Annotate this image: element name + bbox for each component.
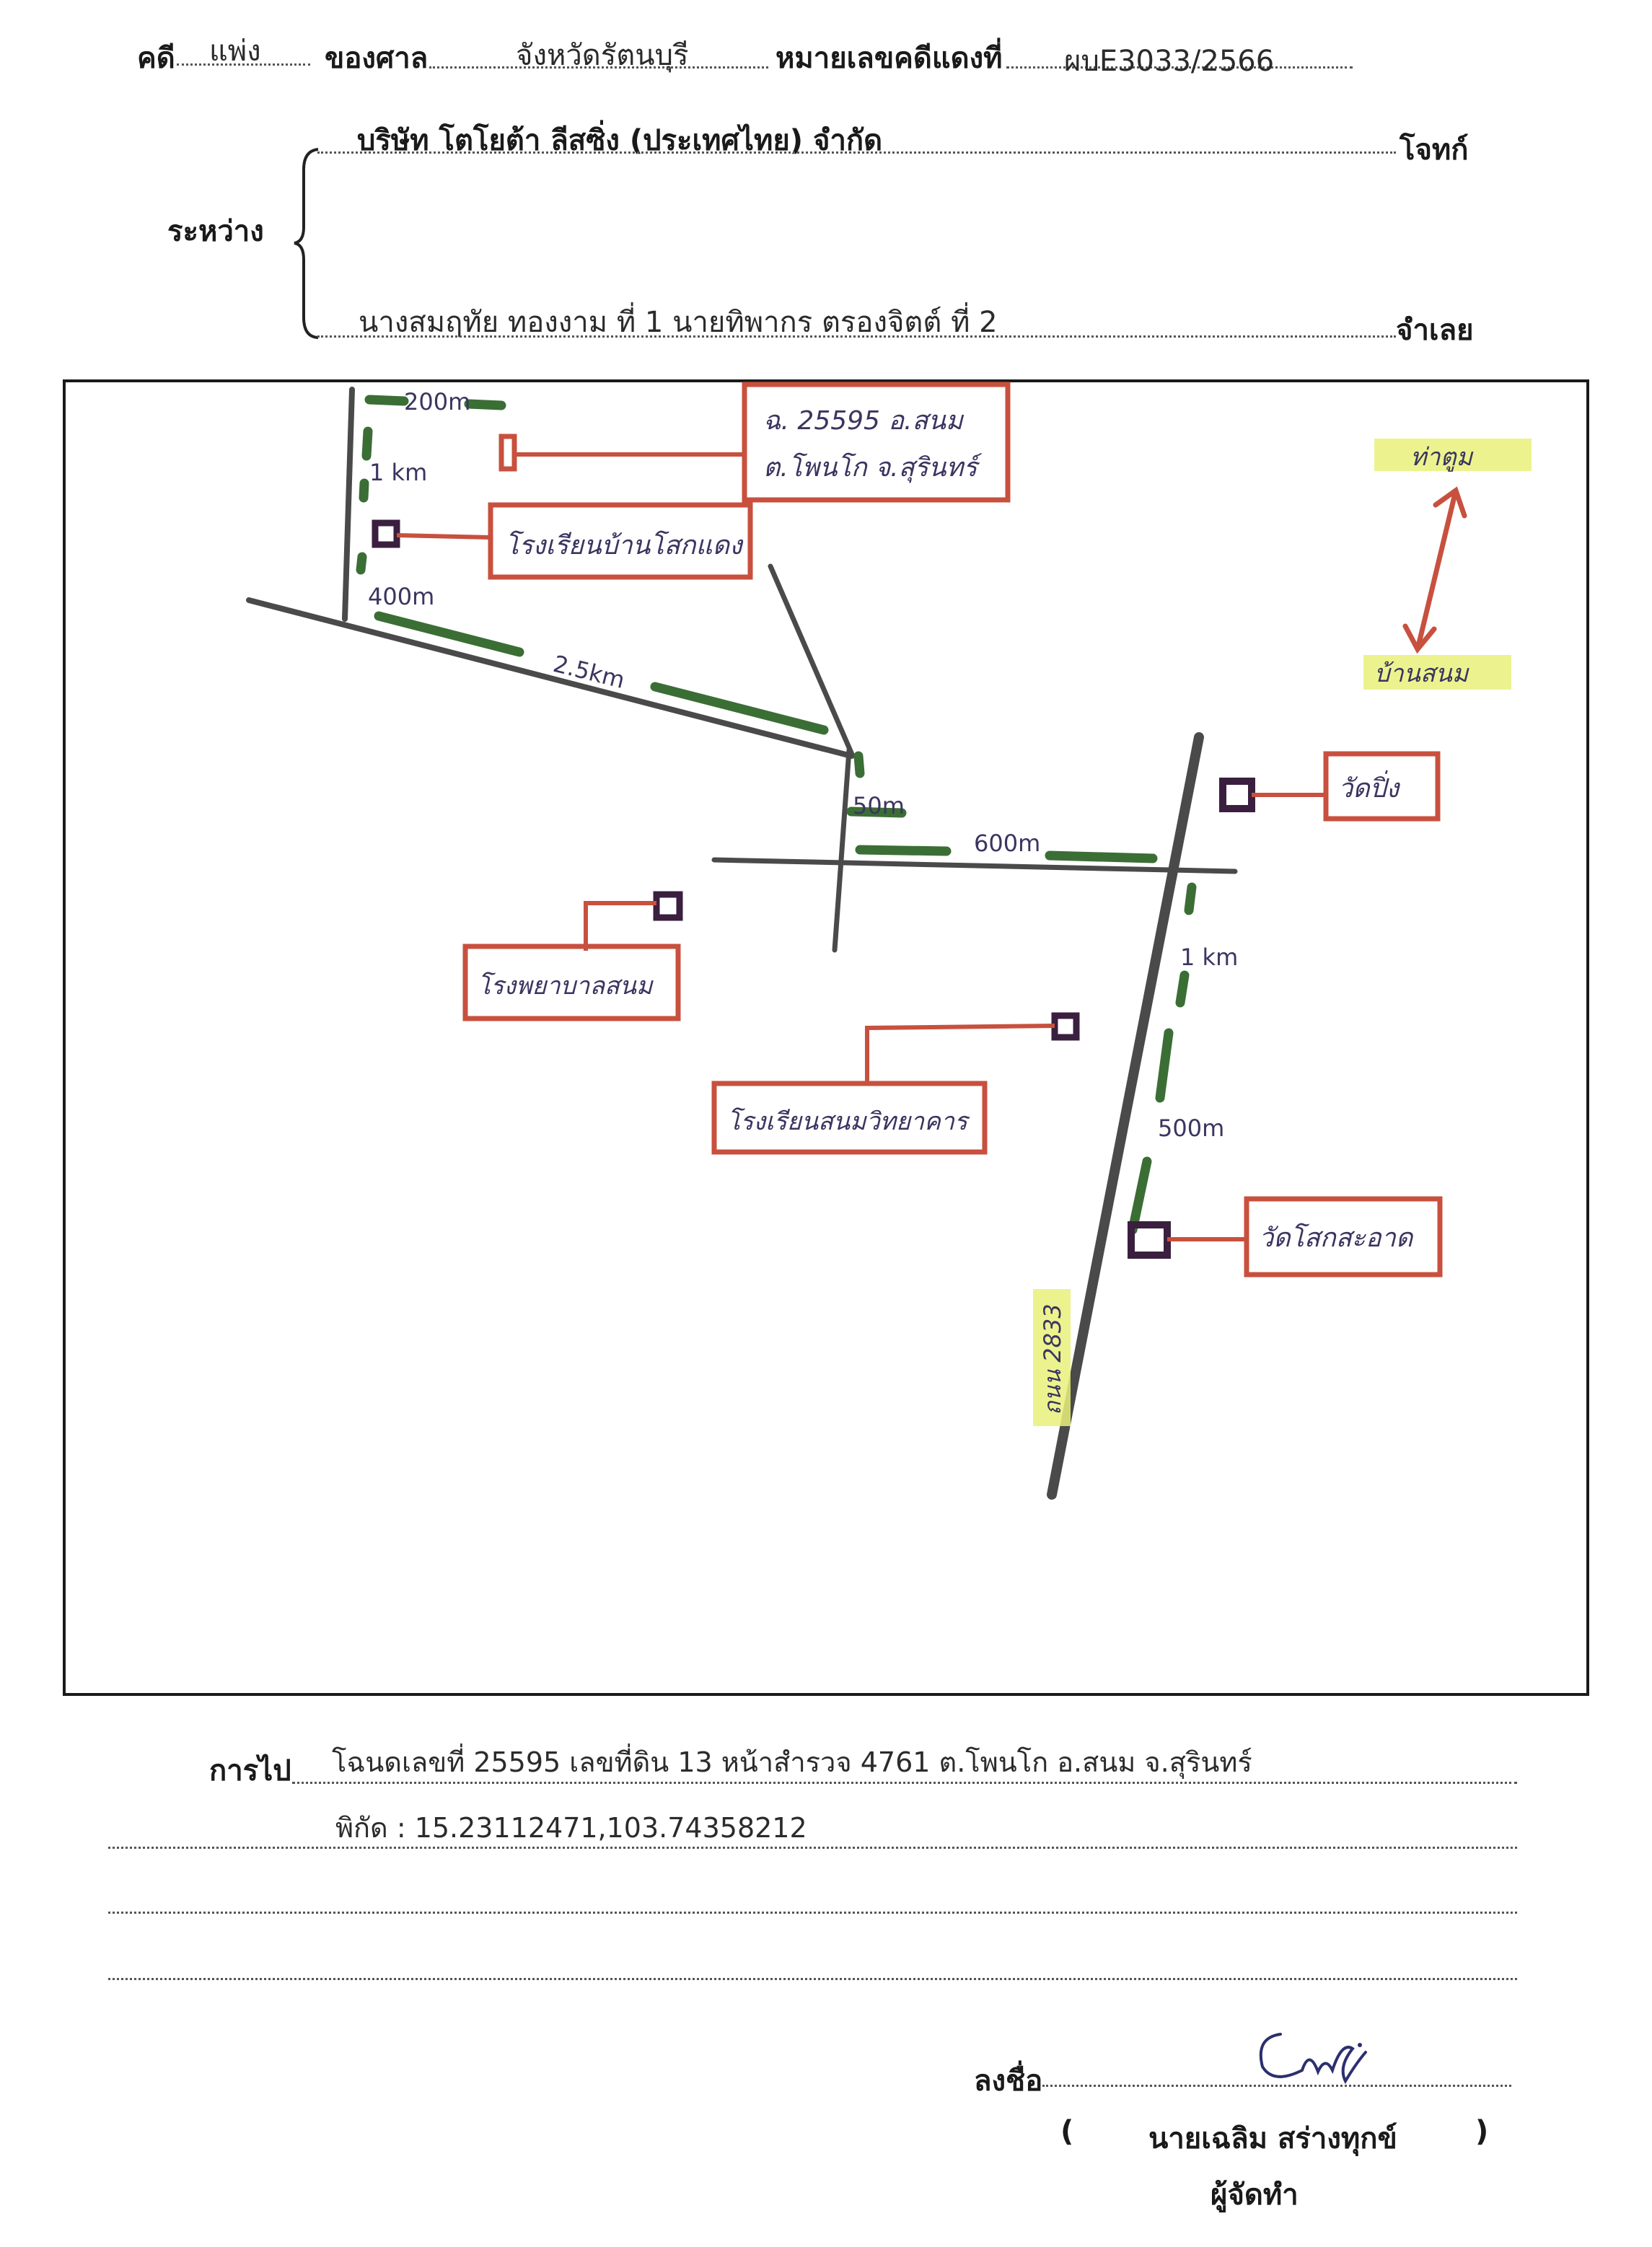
school-snom-wittayakarn: โรงเรียนสนมวิทยาคาร <box>711 1012 1080 1155</box>
dist-500m: 500m <box>1158 1114 1224 1142</box>
red-case-number: ผบE3033/2566 <box>1064 45 1275 78</box>
distance-mark <box>356 552 367 575</box>
distance-mark <box>846 806 907 818</box>
distance-mark <box>1128 1156 1152 1235</box>
arrow-head-down <box>1402 623 1437 654</box>
route-dots-1 <box>292 1782 1517 1784</box>
school-ban-marker <box>372 519 400 548</box>
school-snom-marker <box>1051 1012 1080 1041</box>
target-label-line1: ฉ. 25595 อ.สนม <box>763 406 965 436</box>
plaintiff-role: โจทก์ <box>1400 133 1469 167</box>
route-line1: โฉนดเลขที่ 25595 เลขที่ดิน 13 หน้าสำรวจ … <box>332 1746 1252 1778</box>
signature <box>1259 2033 1367 2085</box>
route-dots-4 <box>108 1978 1517 1980</box>
dist-400m: 400m <box>368 583 434 610</box>
defendant-role: จำเลย <box>1396 314 1474 347</box>
dist-1km-a: 1 km <box>369 459 427 486</box>
road-diagonal-main <box>246 597 854 759</box>
distance-mark <box>464 399 506 410</box>
sign-dots <box>1042 2085 1511 2087</box>
sign-label: ลงชื่อ <box>974 2064 1043 2098</box>
temple-ping-label: วัดปิ่ง <box>1338 770 1400 804</box>
temple-soksaat: วัดโสกสะอาด <box>1128 1196 1443 1278</box>
route-line2: พิกัด : 15.23112471,103.74358212 <box>335 1812 807 1844</box>
red-case-dots <box>1006 66 1353 69</box>
court-label: ของศาล <box>325 42 429 75</box>
distance-mark <box>1175 970 1190 1008</box>
plaintiff-dots <box>317 151 1396 154</box>
road-2833-text: ถนน 2833 <box>1039 1303 1066 1415</box>
distance-mark <box>361 426 373 461</box>
hospital-label: โรงพยาบาลสนม <box>478 972 654 1001</box>
target-plot: ฉ. 25595 อ.สนม ต.โพนโก จ.สุรินทร์ <box>498 382 1011 503</box>
distance-mark <box>853 751 865 778</box>
temple-sok-label: วัดโสกสะอาด <box>1259 1223 1414 1253</box>
distance-mark <box>1184 882 1197 915</box>
south-highlight <box>1363 655 1511 690</box>
arrow-head-up <box>1433 486 1467 519</box>
map-frame <box>63 379 1589 1696</box>
route-dots-3 <box>108 1912 1517 1914</box>
distance-mark <box>1155 1028 1174 1103</box>
case-type-dots <box>177 63 310 66</box>
case-label: คดี <box>137 42 175 75</box>
route-dots-2 <box>108 1847 1517 1849</box>
dist-600m: 600m <box>974 830 1040 857</box>
defendant-name: นางสมฤทัย ทองงาม ที่ 1 นายทิพากร ตรองจิต… <box>359 306 998 339</box>
temple-ping: วัดปิ่ง <box>1219 751 1441 822</box>
north-label: ท่าตูม <box>1410 443 1474 472</box>
target-plot-marker <box>498 434 517 472</box>
distance-mark <box>1045 850 1158 863</box>
road-vertical-left <box>342 387 355 622</box>
target-label-line2: ต.โพนโก จ.สุรินทร์ <box>763 452 983 483</box>
red-case-label: หมายเลขคดีแดงที่ <box>776 42 1003 75</box>
between-label: ระหว่าง <box>167 215 264 248</box>
hospital-marker <box>653 891 683 921</box>
route-label: การไป <box>209 1754 291 1788</box>
south-label: บ้านสนม <box>1374 659 1469 688</box>
school-ban-sokdaeng: โรงเรียนบ้านโสกแดง <box>372 502 753 580</box>
north-highlight <box>1374 439 1532 471</box>
road-2833-label: ถนน 2833 <box>1033 1289 1071 1426</box>
court-name: จังหวัดรัตนบุรี <box>516 39 689 72</box>
temple-ping-marker <box>1219 778 1255 812</box>
direction-arrow <box>1415 488 1459 652</box>
distance-mark <box>364 395 409 406</box>
target-label-box <box>742 382 1011 503</box>
court-dots <box>429 66 768 69</box>
case-type: แพ่ง <box>209 35 261 68</box>
direction-indicator: ท่าตูม บ้านสนม <box>1363 439 1532 690</box>
hospital-snom: โรงพยาบาลสนม <box>462 891 683 1021</box>
distance-mark <box>855 845 952 856</box>
school-snom-label: โรงเรียนสนมวิทยาคาร <box>727 1107 970 1136</box>
signer-role: ผู้จัดทำ <box>1211 2178 1299 2212</box>
road-horizontal <box>711 857 1238 874</box>
open-paren: ( <box>1060 2115 1074 2148</box>
dist-1km-b: 1 km <box>1180 944 1238 971</box>
party-brace <box>294 148 319 339</box>
dist-200m: 200m <box>404 388 470 415</box>
school-ban-label: โรงเรียนบ้านโสกแดง <box>505 530 744 560</box>
signer-name: นายเฉลิม สร่างทุกข์ <box>1148 2122 1397 2155</box>
distance-mark <box>650 682 829 735</box>
dist-50m: 50m <box>853 792 905 819</box>
defendant-dots <box>317 335 1396 338</box>
distance-mark <box>374 611 524 657</box>
close-paren: ) <box>1475 2115 1489 2148</box>
road-vertical-mid <box>832 747 852 953</box>
road-branch-north <box>768 563 856 759</box>
road-2833 <box>1047 732 1204 1500</box>
